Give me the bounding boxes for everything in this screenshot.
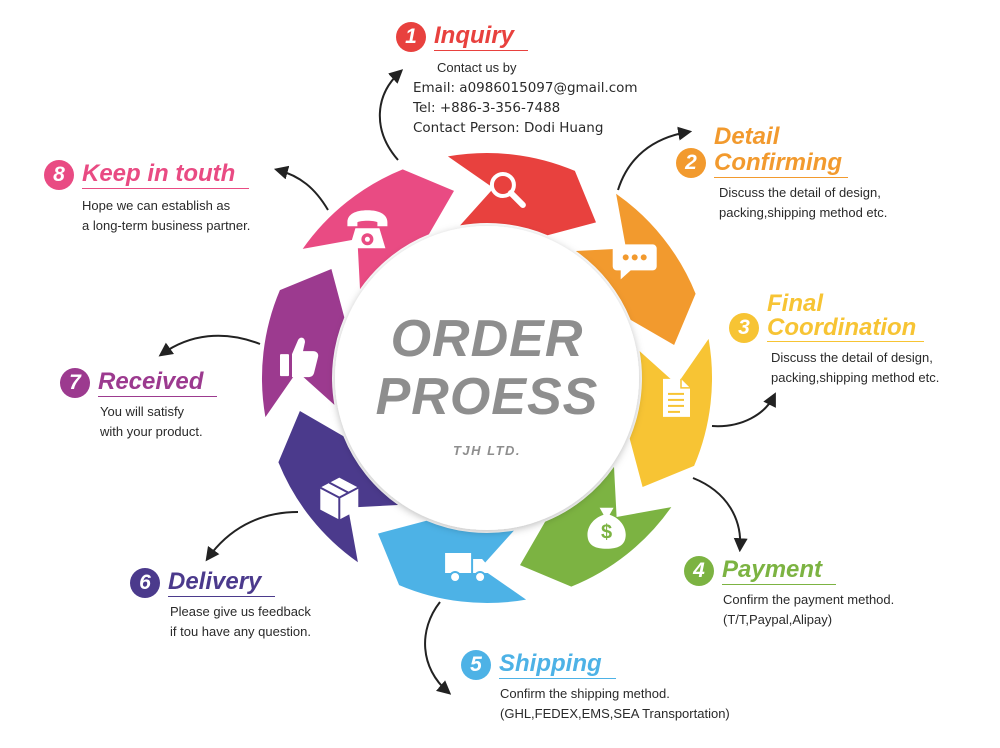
desc-line: packing,shipping method etc. — [771, 370, 940, 385]
step-description: You will satisfy with your product. — [100, 402, 217, 442]
box-icon — [319, 477, 359, 520]
step-title: Keep in touth — [82, 161, 250, 189]
telephone-icon — [347, 210, 388, 249]
desc-line: packing,shipping method etc. — [719, 205, 888, 220]
desc-line: Contact Person: Dodi Huang — [413, 120, 604, 136]
title-line: Confirming — [714, 149, 842, 176]
desc-line: Confirm the shipping method. — [500, 686, 670, 701]
step-shipping: 5 Shipping Confirm the shipping method. … — [461, 650, 730, 724]
arrow-to-received — [158, 334, 261, 357]
step-number-badge: 8 — [44, 160, 74, 190]
money-bag-icon: $ — [587, 507, 626, 549]
step-number-badge: 4 — [684, 556, 714, 586]
arrow-to-shipping — [424, 601, 452, 695]
desc-line: You will satisfy — [100, 404, 185, 419]
desc-line: Discuss the detail of design, — [719, 185, 881, 200]
arrow-to-detail-confirming — [617, 126, 693, 191]
center-disc — [335, 226, 639, 530]
title-line: Detail — [714, 123, 780, 150]
step-title: Delivery — [168, 569, 276, 597]
document-icon — [663, 378, 690, 417]
step-number-badge: 2 — [676, 148, 706, 178]
desc-line: (T/T,Paypal,Alipay) — [723, 612, 833, 627]
desc-line: Email: a0986015097@gmail.com — [413, 80, 638, 96]
desc-line: (GHL,FEDEX,EMS,SEA Transportation) — [500, 706, 730, 721]
step-keep-in-touch: 8 Keep in touth Hope we can establish as… — [44, 160, 250, 236]
center-title: ORDER PROESS — [337, 310, 637, 426]
arrow-to-inquiry — [378, 69, 404, 161]
step-title: Payment — [722, 557, 837, 585]
step-description: Discuss the detail of design, packing,sh… — [771, 348, 939, 388]
step-description: Confirm the payment method. (T/T,Paypal,… — [723, 590, 894, 630]
title-line: Coordination — [767, 314, 917, 341]
arrow-to-keep-in-touch — [273, 165, 329, 211]
step-title: Detail Confirming — [714, 124, 848, 178]
step-number-badge: 6 — [130, 568, 160, 598]
truck-icon — [445, 553, 490, 583]
desc-line: with your product. — [100, 424, 203, 439]
step-description: Hope we can establish as a long-term bus… — [82, 196, 250, 236]
step-delivery: 6 Delivery Please give us feedback if to… — [130, 568, 311, 642]
step-received: 7 Received You will satisfy with your pr… — [60, 368, 218, 442]
search-icon — [489, 172, 526, 208]
step-title: Received — [98, 369, 218, 397]
step-number-badge: 5 — [461, 650, 491, 680]
desc-line: Tel: +886-3-356-7488 — [413, 100, 561, 116]
step-title: Shipping — [499, 651, 616, 679]
chat-bubble-icon — [612, 244, 657, 280]
arrow-to-payment — [692, 477, 748, 553]
step-final-coordination: 3 Final Coordination Discuss the detail … — [729, 291, 939, 388]
step-number-badge: 7 — [60, 368, 90, 398]
desc-line: Discuss the detail of design, — [771, 350, 933, 365]
step-description: Confirm the shipping method. (GHL,FEDEX,… — [500, 684, 730, 724]
step-title: Inquiry — [434, 23, 529, 51]
desc-line: if tou have any question. — [170, 624, 311, 639]
step-detail-confirming: 2 Detail Confirming Discuss the detail o… — [676, 124, 887, 223]
step-title: Final Coordination — [767, 290, 925, 342]
step-description: Contact us by Email: a0986015097@gmail.c… — [413, 58, 638, 138]
desc-line: Please give us feedback — [170, 604, 311, 619]
svg-text:$: $ — [601, 522, 612, 544]
title-line: Final — [767, 290, 824, 317]
desc-line: Contact us by — [437, 60, 517, 75]
desc-line: a long-term business partner. — [82, 218, 251, 233]
arrow-to-delivery — [205, 511, 299, 562]
thumbs-up-icon — [280, 337, 319, 378]
center-title-line1: ORDER — [390, 310, 584, 368]
step-description: Discuss the detail of design, packing,sh… — [719, 183, 887, 223]
step-description: Please give us feedback if tou have any … — [170, 602, 311, 642]
step-number-badge: 1 — [396, 22, 426, 52]
arrow-to-final-coordination — [711, 392, 776, 428]
desc-line: Hope we can establish as — [82, 198, 231, 213]
step-number-badge: 3 — [729, 313, 759, 343]
step-payment: 4 Payment Confirm the payment method. (T… — [684, 556, 894, 630]
ring-icons: $ — [280, 172, 690, 583]
step-inquiry: 1 Inquiry Contact us by Email: a09860150… — [396, 22, 638, 138]
center-subtitle: TJH LTD. — [452, 443, 522, 458]
ring-segment-1 — [447, 152, 596, 236]
desc-line: Confirm the payment method. — [723, 592, 895, 607]
center-title-line2: PROESS — [375, 368, 599, 426]
